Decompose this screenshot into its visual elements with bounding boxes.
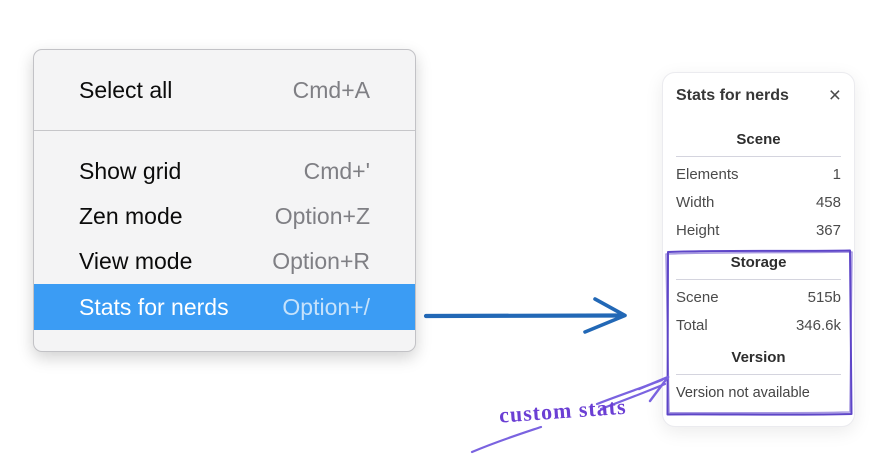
stats-panel-title: Stats for nerds [676, 87, 789, 104]
menu-item-shortcut: Option+/ [282, 293, 370, 320]
menu-item-show-grid[interactable]: Show grid Cmd+' [34, 149, 415, 194]
stat-value: 346.6k [795, 317, 841, 334]
menu-item-label: View mode [79, 248, 193, 274]
stat-value: 515b [807, 289, 841, 306]
menu-item-view-mode[interactable]: View mode Option+R [34, 239, 415, 284]
stat-value: 458 [815, 194, 841, 211]
stat-label: Scene [676, 289, 719, 306]
menu-separator [34, 130, 415, 131]
close-icon[interactable]: × [828, 84, 841, 107]
menu-item-label: Select all [79, 76, 173, 103]
menu-item-stats-for-nerds[interactable]: Stats for nerds Option+/ [34, 284, 415, 330]
stat-value: 1 [832, 166, 841, 183]
menu-item-zen-mode[interactable]: Zen mode Option+Z [34, 194, 415, 239]
section-header-version: Version [731, 349, 786, 366]
stat-row-total-storage: Total 346.6k [676, 312, 841, 340]
menu-item-label: Zen mode [79, 203, 183, 229]
stats-panel: Stats for nerds × Scene Elements 1 Width… [662, 72, 855, 427]
annotation-label: custom stats [498, 393, 628, 428]
menu-item-shortcut: Option+Z [274, 203, 370, 229]
version-note: Version not available [676, 385, 810, 401]
stat-row-height: Height 367 [676, 217, 841, 245]
menu-item-label: Show grid [79, 158, 182, 184]
flow-arrow [423, 297, 627, 334]
section-divider [676, 279, 841, 280]
menu-item-select-all[interactable]: Select all Cmd+A [34, 50, 415, 130]
section-divider [676, 156, 841, 157]
stat-row-scene-storage: Scene 515b [676, 284, 841, 312]
section-divider [676, 374, 841, 375]
section-header-storage: Storage [730, 254, 787, 271]
stat-label: Total [676, 317, 708, 334]
stat-label: Height [676, 222, 720, 239]
stat-label: Width [676, 194, 715, 211]
section-header-scene: Scene [736, 131, 781, 148]
menu-group: Show grid Cmd+' Zen mode Option+Z View m… [34, 131, 415, 351]
stats-panel-header: Stats for nerds × [676, 85, 841, 107]
menu-item-shortcut: Option+R [272, 248, 370, 274]
stat-row-elements: Elements 1 [676, 161, 841, 189]
menu-item-label: Stats for nerds [79, 293, 229, 320]
menu-item-shortcut: Cmd+' [303, 158, 370, 184]
menu-item-shortcut: Cmd+A [292, 76, 370, 103]
stat-label: Elements [676, 166, 739, 183]
stat-row-width: Width 458 [676, 189, 841, 217]
context-menu: Select all Cmd+A Show grid Cmd+' Zen mod… [33, 49, 416, 352]
stat-value: 367 [815, 222, 841, 239]
